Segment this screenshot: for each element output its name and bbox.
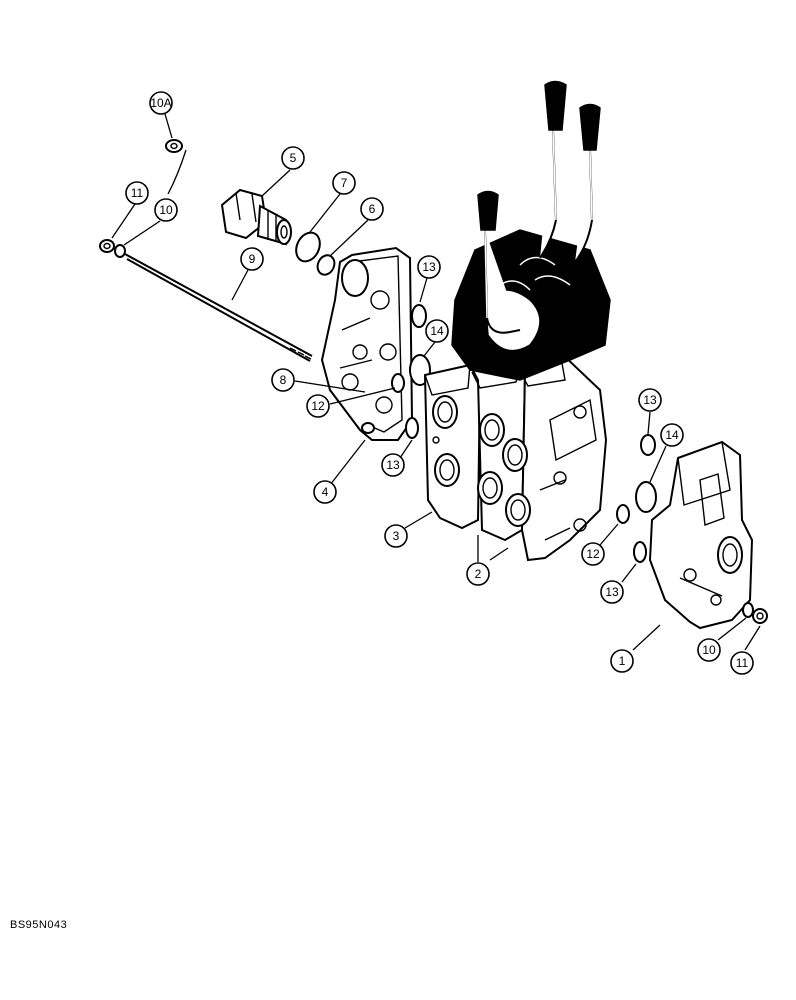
part-13-o-ring-right-top: [640, 434, 656, 456]
svg-text:8: 8: [280, 373, 287, 387]
svg-text:3: 3: [393, 529, 400, 543]
svg-text:2: 2: [475, 567, 482, 581]
callout-14-right: 14: [660, 423, 684, 447]
callout-4: 4: [313, 480, 337, 504]
svg-text:13: 13: [643, 393, 657, 407]
part-11-nut-left: [99, 239, 115, 253]
part-12-o-ring-right: [616, 504, 630, 524]
svg-text:14: 14: [430, 324, 444, 338]
svg-text:1: 1: [619, 654, 626, 668]
svg-text:11: 11: [131, 186, 144, 200]
callout-1: 1: [610, 649, 634, 673]
callout-11-right: 11: [730, 651, 754, 675]
leader-lines: [111, 113, 761, 651]
part-3-valve-section: [423, 363, 482, 530]
control-lever-left: [477, 190, 521, 334]
callout-13-mid: 13: [381, 453, 405, 477]
svg-text:4: 4: [322, 485, 329, 499]
control-lever-right: [574, 103, 601, 263]
part-1-outlet-end-cover: [648, 440, 754, 630]
svg-text:5: 5: [290, 151, 297, 165]
callout-13-top: 13: [417, 255, 441, 279]
svg-text:13: 13: [422, 260, 436, 274]
svg-text:10A: 10A: [150, 96, 171, 110]
callout-6: 6: [360, 197, 384, 221]
svg-text:7: 7: [341, 176, 348, 190]
svg-text:10: 10: [159, 203, 173, 217]
svg-text:13: 13: [386, 458, 400, 472]
callout-5: 5: [281, 146, 305, 170]
part-13-o-ring-left-top: [411, 304, 427, 328]
part-7-o-ring: [295, 231, 321, 263]
svg-text:11: 11: [736, 656, 749, 670]
part-10-washer-left: [114, 244, 126, 258]
part-6-o-ring: [316, 254, 336, 276]
figure-reference-code: BS95N043: [10, 919, 68, 931]
callout-14-left: 14: [425, 319, 449, 343]
part-14-o-ring-right: [635, 481, 657, 513]
part-5-relief-valve: [220, 188, 292, 246]
svg-text:9: 9: [249, 252, 256, 266]
callout-13-bottom: 13: [600, 580, 624, 604]
control-lever-middle: [539, 80, 567, 259]
svg-text:6: 6: [369, 202, 376, 216]
svg-text:12: 12: [586, 547, 600, 561]
callout-3: 3: [384, 524, 408, 548]
callout-9: 9: [240, 247, 264, 271]
control-boot-housing: [451, 229, 611, 381]
part-2-valve-section-middle: [468, 356, 527, 542]
callout-12-left: 12: [306, 394, 330, 418]
part-13-o-ring-right-bottom: [633, 541, 647, 563]
part-10-washer-right: [742, 602, 754, 618]
callout-10-left: 10: [154, 198, 178, 222]
part-10a-nut: [165, 139, 183, 153]
svg-text:14: 14: [665, 428, 679, 442]
part-12-o-ring-left: [391, 373, 405, 393]
part-11-nut-right: [752, 608, 768, 624]
callout-10a: 10A: [149, 91, 173, 115]
part-2-valve-section-right: [502, 350, 608, 562]
svg-text:10: 10: [702, 643, 716, 657]
svg-text:12: 12: [311, 399, 325, 413]
svg-text:13: 13: [605, 585, 619, 599]
callout-7: 7: [332, 171, 356, 195]
callout-2: 2: [466, 562, 490, 586]
callout-13-right: 13: [638, 388, 662, 412]
callout-12-right: 12: [581, 542, 605, 566]
part-13-o-ring-left-bottom: [405, 417, 419, 439]
part-9-tie-rod: [124, 253, 313, 362]
part-4-inlet-end-plate: [320, 246, 414, 441]
callout-8: 8: [271, 368, 295, 392]
callout-10-right: 10: [697, 638, 721, 662]
callout-11-left: 11: [125, 181, 149, 205]
